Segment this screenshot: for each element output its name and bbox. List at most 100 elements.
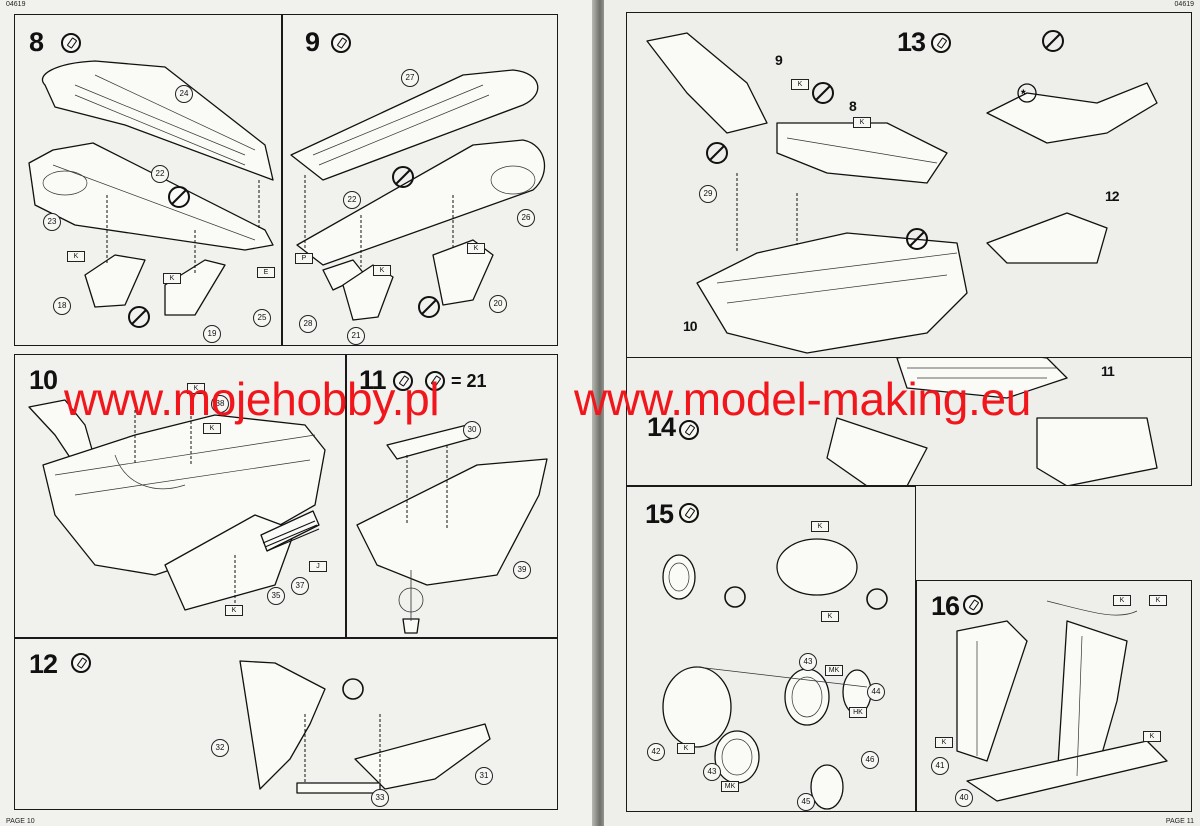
decal-marker: K [67,251,85,262]
glue-icon [931,33,951,53]
step-number: 14 [647,412,676,442]
step-number: 9 [305,27,320,57]
decal-marker: K [853,117,871,128]
page-code: 04619 [6,1,26,8]
part-callout: 23 [43,213,61,231]
part-callout: 25 [253,309,271,327]
part-callout: 22 [343,191,361,209]
tail-fin-assembly-drawing [239,660,491,794]
left-instruction-page: 04619 PAGE 10 8 [0,0,596,826]
part-callout: 44 [867,683,885,701]
part-callout: 41 [931,757,949,775]
glue-icon [393,371,413,391]
part-callout: 43 [799,653,817,671]
step-9-panel: 9 27 22 2 [282,14,558,346]
quantity-label: = 21 [451,371,487,391]
part-callout: 28 [299,315,317,333]
step-13-panel: 13 [626,12,1192,358]
star-icon: * [1021,87,1026,101]
glue-icon [963,595,983,615]
component-label: 11 [1101,363,1115,379]
decal-marker: MK [825,665,843,676]
vertical-stabilizer-drawing [956,600,1168,802]
decal-marker: K [225,605,243,616]
watermark-mojehobby: www.mojehobby.pl [64,373,440,425]
part-callout: 32 [211,739,229,757]
decal-marker: MK [721,781,739,792]
part-callout: 40 [955,789,973,807]
part-callout: 29 [699,185,717,203]
step-12-panel: 12 32 33 31 [14,638,558,810]
step-number: 10 [29,365,58,395]
step-10-panel: 10 38 37 35 K K J [14,354,346,638]
component-label: 9 [775,52,783,68]
watermark-model-making: www.model-making.eu [574,373,1032,425]
decal-marker: K [187,383,205,394]
part-callout: 45 [797,793,815,811]
decal-marker: K [1143,731,1161,742]
decal-marker: K [467,243,485,254]
part-callout: 24 [175,85,193,103]
fuselage-assembly-drawing [28,399,326,611]
intake-assembly-drawing [356,424,548,634]
part-callout: 46 [861,751,879,769]
step-number: 8 [29,27,44,57]
part-callout: 39 [513,561,531,579]
page-number: PAGE 10 [6,818,35,825]
decal-marker: E [257,267,275,278]
step-number: 11 [359,365,387,395]
component-label: 12 [1105,188,1120,204]
part-callout: 21 [347,327,365,345]
decal-marker: K [677,743,695,754]
glue-icon [61,33,81,53]
step-15-panel: 15 43 44 42 [626,486,916,812]
component-label: 10 [683,318,698,334]
decal-marker: J [309,561,327,572]
step-number: 16 [931,591,960,621]
decal-marker: K [373,265,391,276]
decal-marker: K [203,423,221,434]
step-8-panel: 8 24 22 2 [14,14,282,346]
page-number: PAGE 11 [1165,818,1194,825]
no-glue-icon [71,653,91,673]
glue-icon [331,33,351,53]
glue-icon [679,503,699,523]
part-callout: 33 [371,789,389,807]
step-number: 12 [29,649,58,679]
step-16-panel: 16 41 40 K K K K [916,580,1192,812]
part-callout: 37 [291,577,309,595]
decal-marker: K [811,521,829,532]
glue-icon [425,371,445,391]
exhaust-nozzle-drawing [662,538,888,810]
part-callout: 43 [703,763,721,781]
decal-marker: K [821,611,839,622]
glue-icon [679,420,699,440]
wing-assembly-drawing [28,60,274,328]
right-instruction-page: 04619 PAGE 11 13 [604,0,1200,826]
fuselage-wing-assembly-drawing: * [646,30,1158,354]
part-callout: 22 [151,165,169,183]
part-callout: 18 [53,297,71,315]
decal-marker: K [791,79,809,90]
wing-assembly-drawing [290,69,546,321]
part-callout: 27 [401,69,419,87]
airframe-assembly-drawing [826,358,1158,485]
decal-marker: P [295,253,313,264]
decal-marker: K [1113,595,1131,606]
part-callout: 31 [475,767,493,785]
decal-marker: HK [849,707,867,718]
step-11-panel: 11 = 21 30 39 [346,354,558,638]
step-14-panel: 14 11 [626,358,1192,486]
step-number: 13 [897,27,926,57]
decal-marker: K [935,737,953,748]
decal-marker: K [1149,595,1167,606]
part-callout: 30 [463,421,481,439]
decal-marker: K [163,273,181,284]
page-code: 04619 [1174,1,1194,8]
part-callout: 35 [267,587,285,605]
step-number: 15 [645,499,674,529]
part-callout: 38 [211,395,229,413]
part-callout: 42 [647,743,665,761]
part-callout: 26 [517,209,535,227]
component-label: 8 [849,98,857,114]
